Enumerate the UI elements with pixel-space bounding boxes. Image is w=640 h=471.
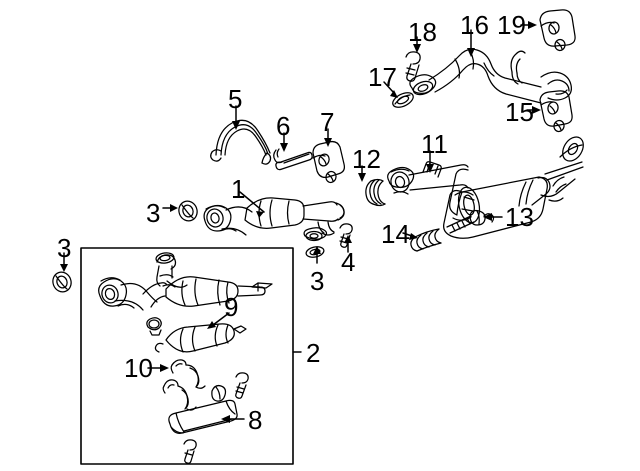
callout-label-3b: 3 [310,266,325,296]
rubber-hanger-19 [539,9,576,52]
inset-mounting-brackets [162,359,249,411]
callout-label-8: 8 [248,405,263,435]
exhaust-bolt [339,223,353,248]
insulator-bracket [210,119,272,165]
callout-label-14: 14 [381,219,410,249]
callout-label-13: 13 [505,202,534,232]
callout-label-9: 9 [224,292,239,322]
inset-box-border [80,247,302,465]
callout-label-2: 2 [306,338,321,368]
inset-secondary-converter [154,323,247,353]
callout-label-5: 5 [228,84,243,114]
rubber-hanger-15 [539,90,573,133]
gasket-left [178,200,198,222]
stud-bolt-13 [446,209,495,234]
leader-lines [60,21,541,423]
callout-label-1: 1 [231,174,246,204]
callout-label-10: 10 [124,353,153,383]
tail-pipe-16 [409,48,572,104]
compression-spring-14 [410,228,442,252]
callout-label-18: 18 [408,17,437,47]
callout-label-17: 17 [368,62,397,92]
rubber-hanger-7 [312,140,345,184]
gasket-far-left [52,271,72,293]
gasket-lower [305,246,325,258]
callout-label-7: 7 [320,107,335,137]
callout-label-15: 15 [505,97,534,127]
center-pipe-muffler [387,136,584,239]
callout-label-12: 12 [352,144,381,174]
tail-pipe-gasket-17 [392,92,414,108]
callout-label-16: 16 [460,10,489,40]
callout-label-4: 4 [341,247,356,277]
callout-label-3a: 3 [146,198,161,228]
tail-pipe-bolt-18 [405,51,421,82]
callout-label-3c: 3 [57,233,72,263]
small-spring-12 [365,178,386,207]
support-rod [273,148,313,171]
inset-exhaust-manifold [98,252,273,336]
callout-label-11: 11 [421,129,448,159]
callout-label-6: 6 [276,111,291,141]
inset-heat-shield [168,399,238,464]
front-pipe-converter [203,197,345,242]
callout-label-19: 19 [497,10,526,40]
